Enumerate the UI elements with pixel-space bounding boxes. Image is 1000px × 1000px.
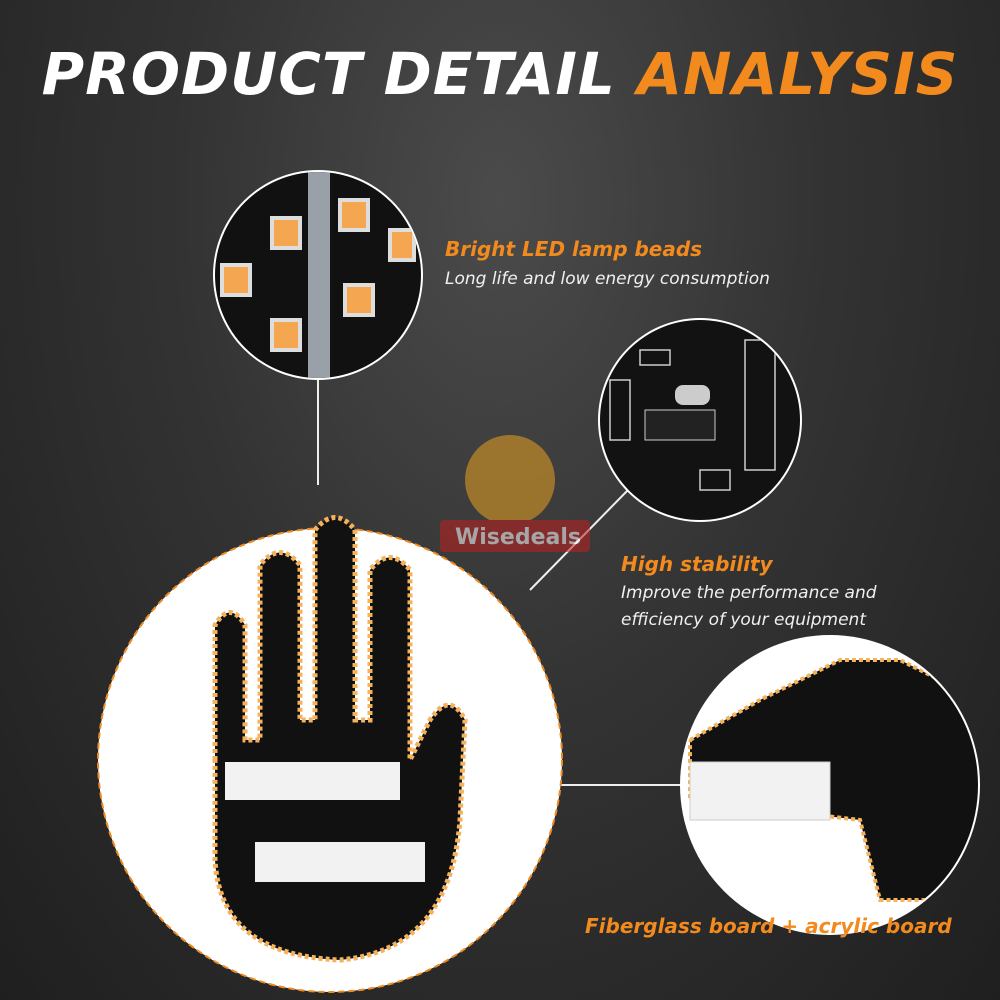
hand-board-circle bbox=[97, 515, 563, 993]
led-closeup-circle bbox=[213, 170, 423, 380]
feature-desc-stability: Improve the performance and efficiency o… bbox=[621, 580, 877, 634]
title-white: PRODUCT DETAIL bbox=[41, 40, 616, 108]
title-orange: ANALYSIS bbox=[637, 40, 959, 108]
desc-line: Improve the performance and bbox=[621, 583, 877, 603]
feature-heading-led: Bright LED lamp beads bbox=[445, 237, 703, 261]
feature-heading-board: Fiberglass board + acrylic board bbox=[585, 914, 952, 938]
desc-line: efficiency of your equipment bbox=[621, 610, 866, 630]
feature-heading-stability: High stability bbox=[621, 552, 773, 576]
pcb-closeup-circle bbox=[598, 318, 802, 522]
watermark-logo: Wisedeals bbox=[440, 435, 590, 552]
board-closeup-circle bbox=[680, 635, 980, 935]
watermark-text: Wisedeals bbox=[455, 525, 581, 550]
page-title: PRODUCT DETAIL ANALYSIS bbox=[0, 40, 1000, 108]
feature-desc-led: Long life and low energy consumption bbox=[445, 269, 770, 289]
